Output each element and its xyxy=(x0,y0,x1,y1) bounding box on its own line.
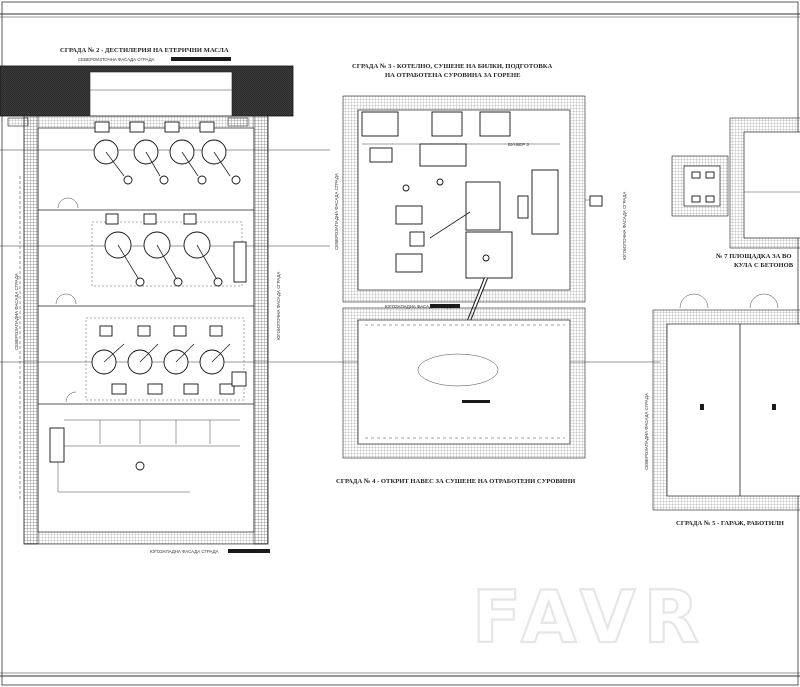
distillation-vessels-row-2 xyxy=(91,213,247,287)
watermark-logo: FAVR xyxy=(472,575,707,659)
building-7-title-line-1: № 7 ПЛОЩАДКА ЗА ВО xyxy=(716,253,792,260)
building-3-title-line-2: НА ОТРАБОТЕНА СУРОВИНА ЗА ГОРЕНЕ xyxy=(385,72,521,79)
building-4-title: СГРАДА № 4 - ОТКРИТ НАВЕС ЗА СУШЕНЕ НА О… xyxy=(336,478,576,485)
building-3-title-line-1: СГРАДА № 3 - КОТЕЛНО, СУШЕНЕ НА БИЛКИ, П… xyxy=(352,63,553,70)
building-2: СГРАДА № 2 - ДЕСТИЛЕРИЯ НА ЕТЕРИЧНИ МАСЛ… xyxy=(0,47,660,554)
building-7: № 7 ПЛОЩАДКА ЗА ВО КУЛА С БЕТОНОВ xyxy=(671,117,800,269)
building-5-facade-left-label: СЕВЕРОЗАПАДНА ФАСАДА СГРАДА xyxy=(644,393,649,470)
building-3-facade-right-label: ЮГОИЗТОЧНА ФАСАДА СГРАДА xyxy=(622,192,627,260)
building-4: СГРАДА № 4 - ОТКРИТ НАВЕС ЗА СУШЕНЕ НА О… xyxy=(336,307,586,485)
facade-top-marks xyxy=(171,57,231,61)
building-2-facade-top-label: СЕВЕРОИЗТОЧНА ФАСАДА СГРАДА xyxy=(78,57,155,62)
distillation-vessels-row-3 xyxy=(85,317,247,401)
distillation-vessels-row-1 xyxy=(93,121,241,185)
building-3-room-label: БУНКЕР 3 xyxy=(508,142,529,147)
lower-equipment xyxy=(49,427,65,463)
building-5-title: СГРАДА № 5 - ГАРАЖ, РАБОТИЛН xyxy=(676,520,785,527)
building-2-facade-right-label: ЮГОИЗТОЧНА ФАСАДА СГРАДА xyxy=(276,272,281,340)
building-2-facade-bottom-label: ЮГОЗАПАДНА ФАСАДА СГРАДА xyxy=(150,549,219,554)
building-5: СГРАДА № 5 - ГАРАЖ, РАБОТИЛН СЕВЕРОЗАПАД… xyxy=(644,293,800,527)
building-2-title: СГРАДА № 2 - ДЕСТИЛЕРИЯ НА ЕТЕРИЧНИ МАСЛ… xyxy=(60,47,229,54)
building-3-facade-bottom-label: ЮГОЗАПАДНА ФАСАДА СГРАДА xyxy=(385,304,454,309)
building-2-facade-left-label: СЕВЕРОЗАПАДНА ФАСАДА СГРАДА xyxy=(14,273,19,350)
building-7-title-line-2: КУЛА С БЕТОНОВ xyxy=(734,262,794,269)
building-3-facade-left-label: СЕВЕРОЗАПАДНА ФАСАДА СГРАДА xyxy=(334,173,339,250)
building-3: СГРАДА № 3 - КОТЕЛНО, СУШЕНЕ НА БИЛКИ, П… xyxy=(334,63,627,349)
